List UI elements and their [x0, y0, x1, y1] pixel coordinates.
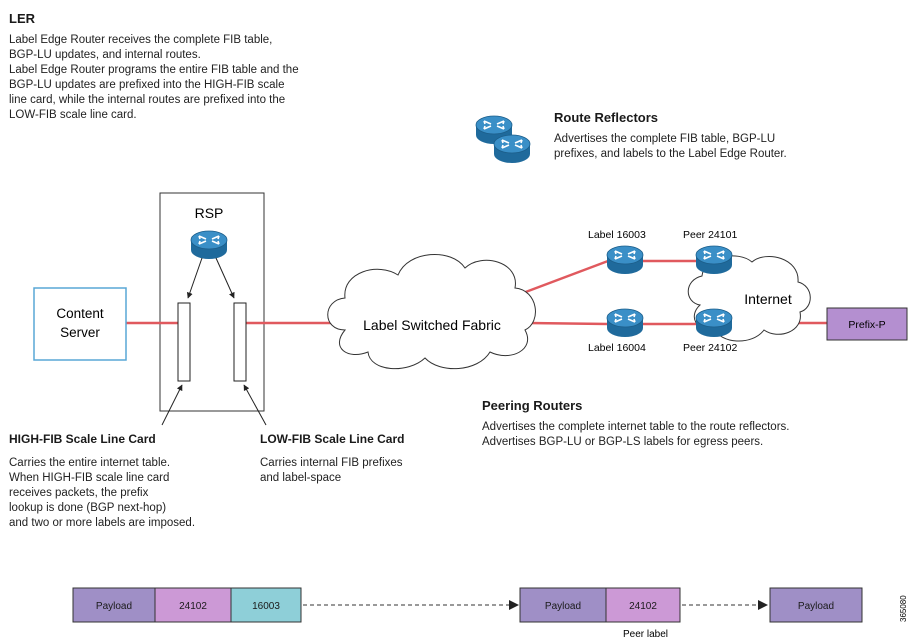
high-fib-line: Carries the entire internet table. [9, 457, 171, 469]
rsp-to-low-fib-arrow [215, 257, 235, 299]
peering-routers-line: Advertises the complete internet table t… [482, 421, 790, 433]
content-server-box[interactable] [33, 287, 127, 361]
route-reflectors-title: Route Reflectors [554, 110, 659, 125]
high-fib-line: When HIGH-FIB scale line card [9, 472, 170, 484]
ler-line: line card, while the internal routes are… [9, 94, 286, 106]
low-fib-line: and label-space [260, 472, 342, 484]
peer-24102-text: Peer 24102 [683, 342, 737, 354]
packet-third: Payload [769, 587, 863, 623]
prefix-label: Prefix-P [848, 319, 885, 331]
packet-payload-text: Payload [798, 601, 834, 612]
high-fib-pointer-arrow [161, 384, 183, 426]
route-reflector-router-icon [493, 134, 531, 164]
peering-routers-line: Advertises BGP-LU or BGP-LS labels for e… [482, 436, 764, 448]
ler-line: LOW-FIB scale line card. [9, 109, 137, 121]
high-fib-title: HIGH-FIB Scale Line Card [9, 432, 156, 446]
packet-payload-text: Payload [545, 601, 581, 612]
packet-flow-arrowhead [509, 600, 519, 610]
route-reflectors-line: Advertises the complete FIB table, BGP-L… [554, 133, 776, 145]
peering-routers-description: Advertises the complete internet table t… [482, 420, 789, 450]
ler-description: Label Edge Router receives the complete … [9, 33, 299, 123]
packet-second: Payload 24102 [519, 587, 681, 623]
internet-label: Internet [744, 291, 792, 307]
prefix-box[interactable] [826, 307, 908, 341]
packet-label-text: 24102 [179, 601, 207, 612]
peer-router-24102-icon [695, 308, 733, 338]
packet-label-cell [605, 587, 681, 623]
route-reflectors-line: prefixes, and labels to the Label Edge R… [554, 148, 787, 160]
label-16003-text: Label 16003 [588, 229, 646, 241]
packet-label-cell [230, 587, 302, 623]
packet-payload-text: Payload [96, 601, 132, 612]
packet-label-text: 16003 [252, 601, 280, 612]
figure-id: 365080 [899, 595, 908, 622]
fabric-to-peer-top-link [514, 259, 609, 298]
content-server-line1: Content [56, 306, 104, 321]
ler-line: BGP-LU updates, and internal routes. [9, 49, 201, 61]
rsp-to-high-fib-arrow [186, 257, 203, 299]
low-fib-line: Carries internal FIB prefixes [260, 457, 403, 469]
ler-line: Label Edge Router receives the complete … [9, 34, 273, 46]
label-switched-fabric-cloud [327, 254, 536, 370]
ler-title: LER [9, 11, 35, 26]
rsp-router-icon [190, 230, 228, 260]
high-fib-line: lookup is done (BGP next-hop) [9, 502, 167, 514]
packet-payload-cell [769, 587, 863, 623]
ler-line: BGP-LU updates are prefixed into the HIG… [9, 79, 285, 91]
high-fib-line-card[interactable] [177, 302, 191, 382]
route-reflectors-description: Advertises the complete FIB table, BGP-L… [554, 132, 787, 162]
rsp-label: RSP [195, 205, 224, 221]
packet-label-cell [154, 587, 232, 623]
packet-flow-arrowhead [758, 600, 768, 610]
fabric-to-peer-bottom-link [527, 321, 609, 326]
rsp-chassis [159, 192, 265, 412]
peer-24101-text: Peer 24101 [683, 229, 737, 241]
high-fib-description: Carries the entire internet table. When … [9, 456, 195, 531]
high-fib-line: and two or more labels are imposed. [9, 517, 196, 529]
low-fib-description: Carries internal FIB prefixes and label-… [260, 456, 403, 486]
packet-label-text: 24102 [629, 601, 657, 612]
peer-router-16004-icon [606, 308, 644, 338]
label-16004-text: Label 16004 [588, 342, 646, 354]
peer-label-caption: Peer label [623, 629, 668, 640]
low-fib-title: LOW-FIB Scale Line Card [260, 432, 405, 446]
peer-router-16003-icon [606, 245, 644, 275]
peer-router-24101-icon [695, 245, 733, 275]
packet-first: Payload 24102 16003 [72, 587, 302, 623]
fabric-label: Label Switched Fabric [363, 317, 501, 333]
peering-routers-title: Peering Routers [482, 398, 583, 413]
low-fib-pointer-arrow [243, 384, 267, 426]
high-fib-line: receives packets, the prefix [9, 487, 149, 499]
low-fib-line-card[interactable] [233, 302, 247, 382]
ler-line: Label Edge Router programs the entire FI… [9, 64, 299, 76]
content-server-line2: Server [60, 325, 100, 340]
